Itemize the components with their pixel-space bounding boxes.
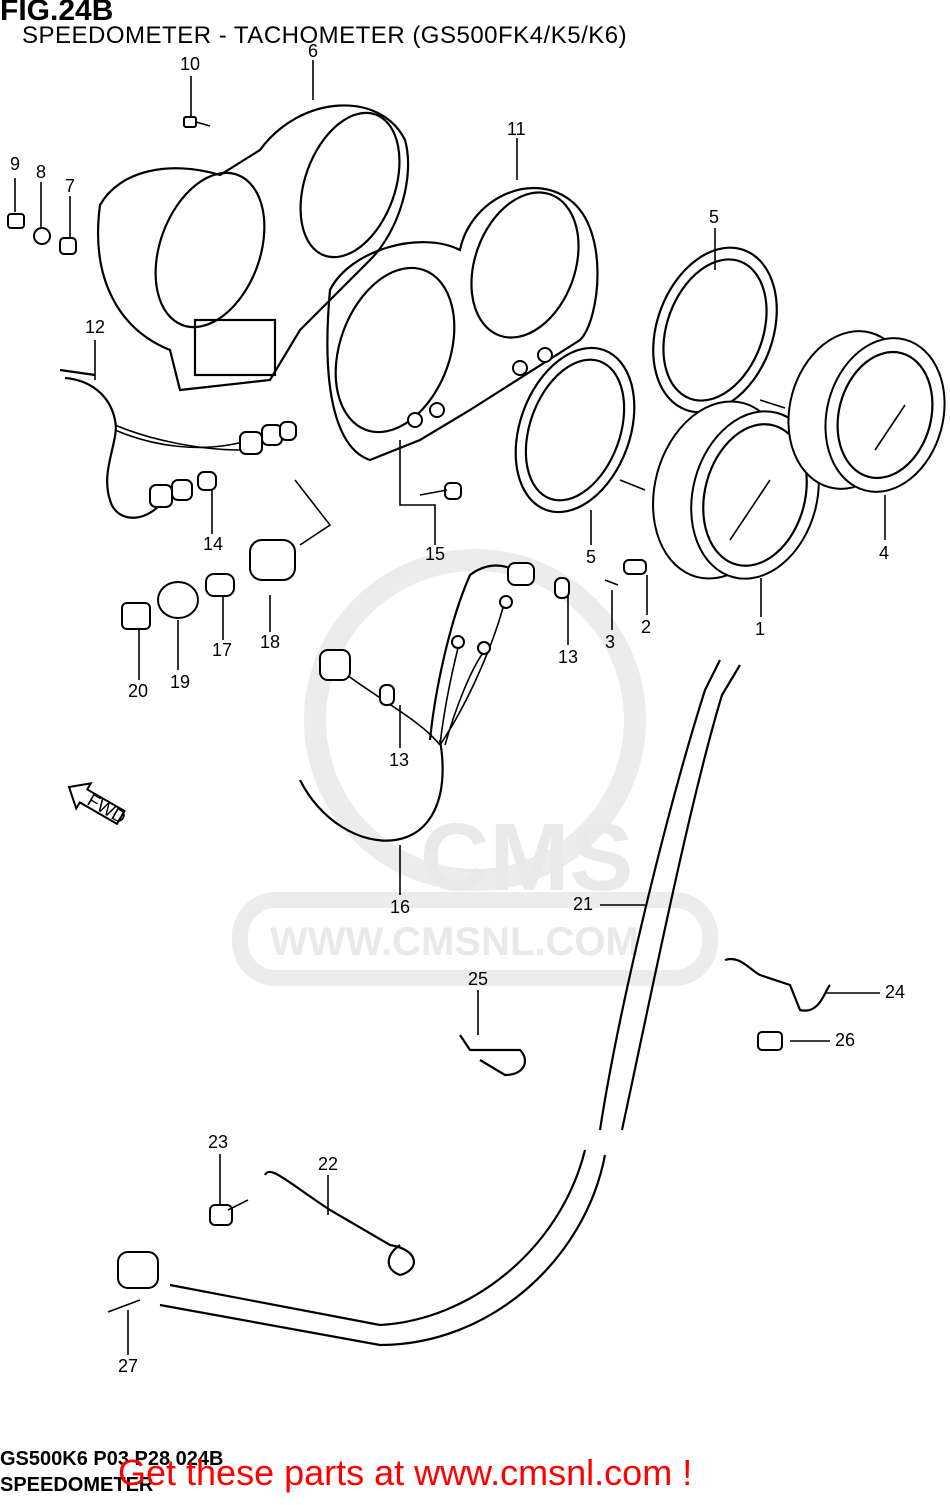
callout-5-right: 5 [709, 207, 719, 227]
callout-19: 19 [170, 672, 190, 692]
callout-4: 4 [879, 543, 889, 563]
direction-marker-label: FWD [84, 790, 129, 828]
callout-8: 8 [36, 162, 46, 182]
promo-link[interactable]: Get these parts at www.cmsnl.com ! [118, 1452, 693, 1493]
callout-20: 20 [128, 681, 148, 701]
callout-22: 22 [318, 1154, 338, 1174]
figure-title: FIG.24B [0, 0, 114, 27]
callout-23: 23 [208, 1132, 228, 1152]
leader-lines [14, 60, 886, 1355]
callout-9: 9 [10, 154, 20, 174]
callout-16: 16 [390, 897, 410, 917]
callout-3: 3 [605, 632, 615, 652]
section-name: SPEEDOMETER [0, 1474, 154, 1496]
callout-6: 6 [308, 41, 318, 61]
callout-11: 11 [507, 119, 526, 139]
callout-26: 26 [835, 1030, 855, 1050]
callouts: 1 2 3 4 5 5 6 7 8 9 10 11 12 13 13 14 15… [10, 41, 905, 1376]
callout-21: 21 [573, 894, 593, 914]
part-clamps [209, 957, 831, 1277]
callout-27: 27 [118, 1356, 138, 1376]
callout-13-left: 13 [389, 750, 409, 770]
part-small-hardware [7, 116, 647, 630]
callout-10: 10 [180, 54, 200, 74]
callout-14: 14 [203, 534, 223, 554]
direction-marker: FWD [67, 782, 129, 828]
callout-1: 1 [755, 619, 765, 639]
callout-13-right: 13 [558, 647, 578, 667]
part-wiring-harness [59, 368, 297, 519]
part-speedometer [619, 400, 820, 580]
callout-7: 7 [65, 176, 75, 196]
callout-15: 15 [425, 544, 445, 564]
part-gasket-left [514, 346, 636, 514]
callout-18: 18 [260, 632, 280, 652]
part-meter-plate [326, 187, 599, 462]
watermark: CMS WWW.CMSNL.COM [232, 549, 718, 986]
part-speedometer-cable [107, 659, 741, 1347]
callout-24: 24 [885, 982, 905, 1002]
part-tachometer [759, 330, 946, 493]
callout-25: 25 [468, 969, 488, 989]
part-meter-case [97, 104, 410, 392]
callout-2: 2 [641, 617, 651, 637]
callout-17: 17 [212, 640, 232, 660]
callout-5-left: 5 [586, 547, 596, 567]
reference-code: GS500K6 P03 P28 024B [0, 1448, 224, 1470]
figure-subtitle: SPEEDOMETER - TACHOMETER (GS500FK4/K5/K6… [22, 22, 628, 49]
watermark-url: WWW.CMSNL.COM [270, 920, 639, 964]
part-wiring-harness-2 [299, 562, 570, 842]
part-gasket-right [652, 246, 778, 414]
watermark-brand: CMS [420, 804, 633, 911]
callout-12: 12 [85, 317, 105, 337]
